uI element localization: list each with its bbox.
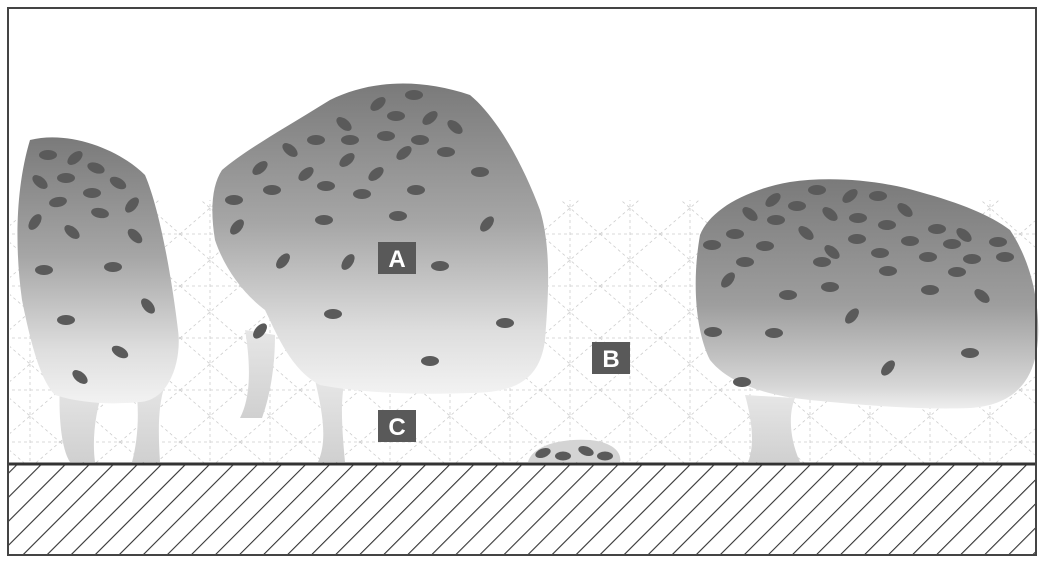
label-b: B — [592, 342, 630, 374]
label-c-text: C — [388, 414, 405, 441]
label-a-text: A — [388, 246, 405, 273]
label-c: C — [378, 410, 416, 442]
substrate-hatch — [8, 464, 1036, 555]
label-b-text: B — [602, 346, 619, 373]
label-a: A — [378, 242, 416, 274]
